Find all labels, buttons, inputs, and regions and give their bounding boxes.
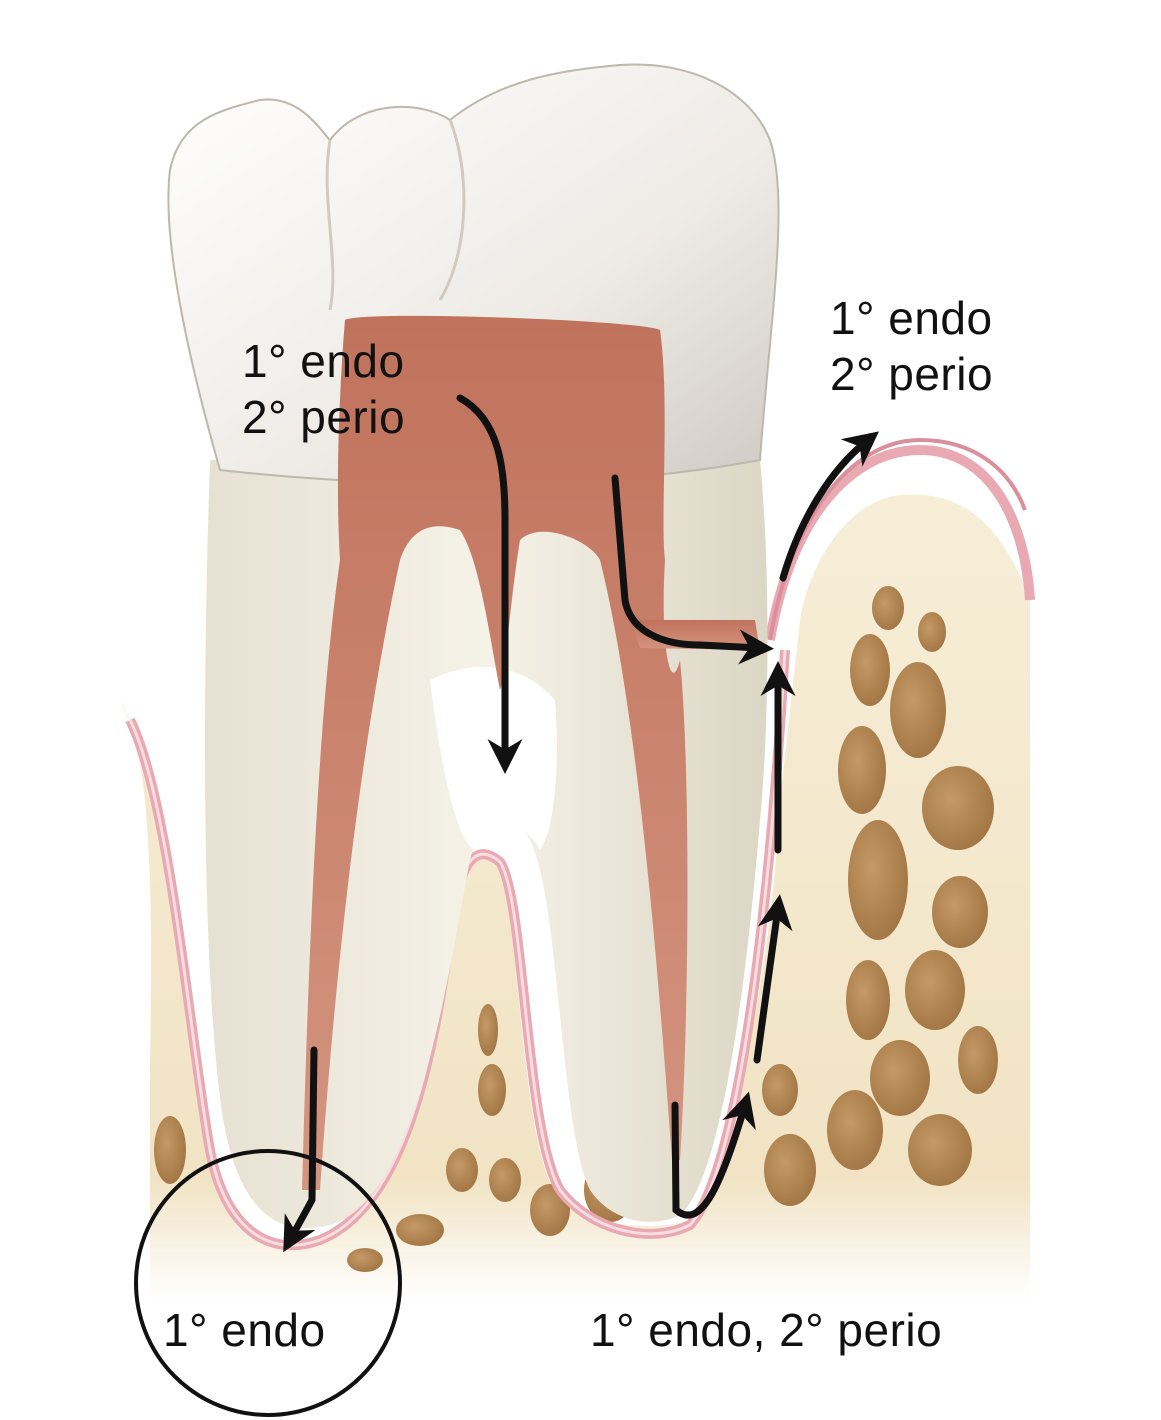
bone-marrow-spaces (154, 586, 998, 1272)
label-crown-line1: 1° endo (242, 335, 405, 387)
label-lateral-line1: 1° endo (830, 292, 993, 344)
sulcus-arrow-middle (753, 894, 793, 1064)
label-lateral-line2: 2° perio (830, 348, 994, 400)
apical-lesion-circle (134, 1149, 402, 1417)
label-crown-pathway: 1° endo 2° perio (242, 333, 405, 445)
label-apical-lesion: 1° endo (163, 1304, 326, 1356)
label-sulcus-pathway: 1° endo, 2° perio (590, 1304, 943, 1356)
lateral-canal-arrow (611, 474, 774, 665)
furcation-arrow (456, 394, 523, 774)
sulcus-arrow-lower (671, 1091, 756, 1219)
gingival-exit-arrow (779, 431, 879, 582)
pathway-arrows (283, 394, 879, 1253)
label-lateral-canal-pathway: 1° endo 2° perio (830, 290, 993, 402)
alveolar-bone (120, 494, 1030, 1301)
label-crown-line2: 2° perio (242, 391, 406, 443)
apical-arrow (283, 1046, 318, 1253)
